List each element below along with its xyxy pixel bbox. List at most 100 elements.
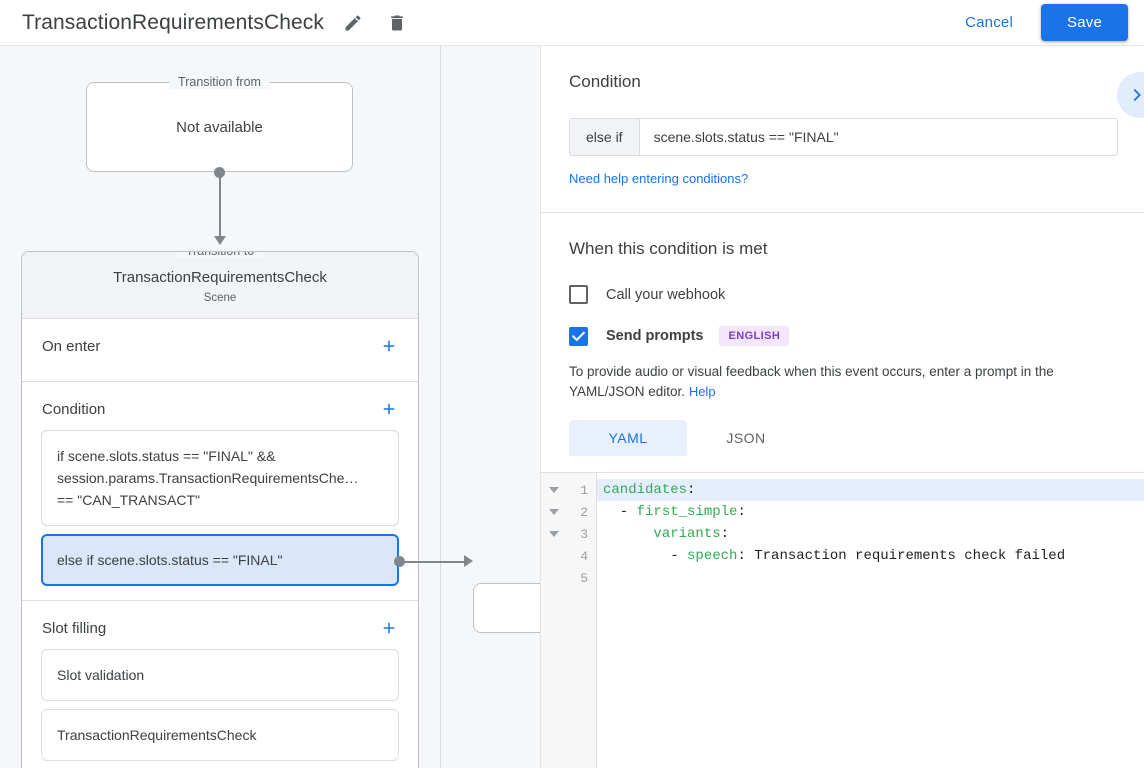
- line-number: 3: [580, 526, 588, 542]
- section-on-enter-header: On enter: [22, 319, 418, 367]
- pencil-icon[interactable]: [338, 8, 368, 38]
- panel-when-met-heading: When this condition is met: [569, 239, 768, 258]
- transition-from-node[interactable]: Transition from Not available: [86, 75, 353, 172]
- tab-json[interactable]: JSON: [687, 420, 805, 456]
- condition-item-line: if scene.slots.status == "FINAL" &&: [57, 448, 276, 464]
- code-line[interactable]: variants:: [597, 523, 1144, 545]
- line-number: 5: [580, 570, 588, 586]
- section-on-enter: On enter: [22, 319, 418, 382]
- prompt-help-link[interactable]: Help: [688, 384, 716, 399]
- condition-item-line: else if scene.slots.status == "FINAL": [57, 552, 283, 568]
- scene-type: Scene: [203, 292, 237, 304]
- panel-when-met-section: When this condition is met Call your web…: [541, 213, 1144, 480]
- fold-arrow-icon[interactable]: [549, 509, 559, 515]
- plus-icon[interactable]: [378, 398, 400, 420]
- connector-line-horizontal: [399, 561, 467, 563]
- section-slot-filling: Slot filling Slot validation Transaction…: [22, 601, 418, 768]
- section-condition: Condition if scene.slots.status == "FINA…: [22, 382, 418, 601]
- code-text: : Transaction requirements check failed: [737, 548, 1066, 564]
- condition-help-row: Need help entering conditions?: [569, 170, 1118, 188]
- gutter-line: 1: [541, 479, 596, 501]
- code-line[interactable]: [597, 567, 1144, 589]
- line-number: 4: [580, 548, 588, 564]
- code-line[interactable]: candidates:: [597, 479, 1144, 501]
- section-slot-filling-body: Slot validation TransactionRequirementsC…: [22, 649, 418, 761]
- fold-arrow-icon[interactable]: [549, 487, 559, 493]
- target-node[interactable]: [473, 583, 540, 633]
- section-slot-filling-header: Slot filling: [22, 601, 418, 649]
- slot-item[interactable]: Slot validation: [41, 649, 399, 701]
- gutter-line: 3: [541, 523, 596, 545]
- language-badge: ENGLISH: [719, 326, 790, 346]
- section-condition-header: Condition: [22, 382, 418, 430]
- code-key: candidates: [603, 482, 688, 498]
- flow-canvas[interactable]: Transition from Not available Transition…: [0, 46, 540, 768]
- section-slot-filling-title: Slot filling: [42, 619, 107, 637]
- transition-from-legend: Transition from: [169, 75, 270, 89]
- gutter-line: 2: [541, 501, 596, 523]
- slot-item-label: Slot validation: [57, 667, 145, 683]
- slot-item-label: TransactionRequirementsCheck: [57, 727, 257, 743]
- editor-gutter: 1 2 3 4 5: [541, 473, 597, 768]
- scene-name: TransactionRequirementsCheck: [113, 269, 327, 286]
- connector-arrow-down: [214, 236, 226, 245]
- details-panel: Condition else if Need help entering con…: [540, 46, 1144, 768]
- tab-yaml[interactable]: YAML: [569, 420, 687, 456]
- line-number: 2: [580, 504, 588, 520]
- canvas-vertical-rail: [440, 46, 441, 768]
- section-condition-title: Condition: [42, 400, 106, 418]
- slot-item[interactable]: TransactionRequirementsCheck: [41, 709, 399, 761]
- send-prompts-row[interactable]: Send prompts ENGLISH: [569, 326, 1118, 346]
- gutter-line: 5: [541, 567, 596, 589]
- condition-item-selected[interactable]: else if scene.slots.status == "FINAL": [41, 534, 399, 586]
- condition-item-line: session.params.TransactionRequirementsCh…: [57, 470, 359, 486]
- fold-arrow-icon[interactable]: [549, 531, 559, 537]
- code-editor[interactable]: 1 2 3 4 5 candidates: - first_simple:: [541, 472, 1144, 768]
- code-text: -: [603, 548, 688, 564]
- panel-condition-section: Condition else if Need help entering con…: [541, 46, 1144, 213]
- send-prompts-label: Send prompts: [606, 328, 704, 344]
- code-key: speech: [687, 548, 738, 564]
- code-line[interactable]: - speech: Transaction requirements check…: [597, 545, 1144, 567]
- save-button[interactable]: Save: [1041, 4, 1128, 41]
- editor-tabs: YAML JSON: [569, 420, 1118, 456]
- section-on-enter-title: On enter: [42, 337, 101, 355]
- transition-to-legend: Transition to: [176, 252, 264, 258]
- condition-prefix-label: else if: [570, 119, 640, 155]
- plus-icon[interactable]: [378, 617, 400, 639]
- prompt-hint-body: To provide audio or visual feedback when…: [569, 364, 1054, 399]
- top-bar: TransactionRequirementsCheck Cancel Save: [0, 0, 1144, 46]
- section-condition-body: if scene.slots.status == "FINAL" && sess…: [22, 430, 418, 586]
- transition-to-node[interactable]: Transition to TransactionRequirementsChe…: [21, 251, 419, 768]
- line-number: 1: [580, 482, 588, 498]
- webhook-checkbox[interactable]: [569, 285, 588, 304]
- webhook-label: Call your webhook: [606, 286, 726, 303]
- code-key: variants: [653, 526, 721, 542]
- editor-code-area[interactable]: candidates: - first_simple: variants: - …: [597, 473, 1144, 768]
- prompt-hint-text: To provide audio or visual feedback when…: [569, 362, 1118, 402]
- connector-line-vertical: [219, 172, 221, 238]
- code-text: :: [687, 482, 696, 498]
- condition-item[interactable]: if scene.slots.status == "FINAL" && sess…: [41, 430, 399, 526]
- code-key: first_simple: [636, 504, 738, 520]
- transition-from-value: Not available: [176, 118, 263, 136]
- connector-arrow-right: [464, 555, 473, 567]
- plus-icon[interactable]: [378, 335, 400, 357]
- code-text: [603, 526, 653, 542]
- trash-icon[interactable]: [382, 8, 412, 38]
- code-text: :: [737, 504, 746, 520]
- send-prompts-checkbox[interactable]: [569, 326, 588, 346]
- condition-input[interactable]: [639, 119, 1117, 155]
- code-line[interactable]: - first_simple:: [597, 501, 1144, 523]
- condition-help-link[interactable]: Need help entering conditions?: [569, 171, 749, 186]
- page-title: TransactionRequirementsCheck: [22, 10, 324, 34]
- cancel-button[interactable]: Cancel: [951, 5, 1027, 40]
- panel-condition-heading: Condition: [569, 72, 641, 91]
- code-text: -: [603, 504, 637, 520]
- webhook-row[interactable]: Call your webhook: [569, 285, 1118, 304]
- code-text: :: [720, 526, 730, 542]
- gutter-line: 4: [541, 545, 596, 567]
- condition-item-line: == "CAN_TRANSACT": [57, 492, 200, 508]
- condition-field[interactable]: else if: [569, 118, 1118, 156]
